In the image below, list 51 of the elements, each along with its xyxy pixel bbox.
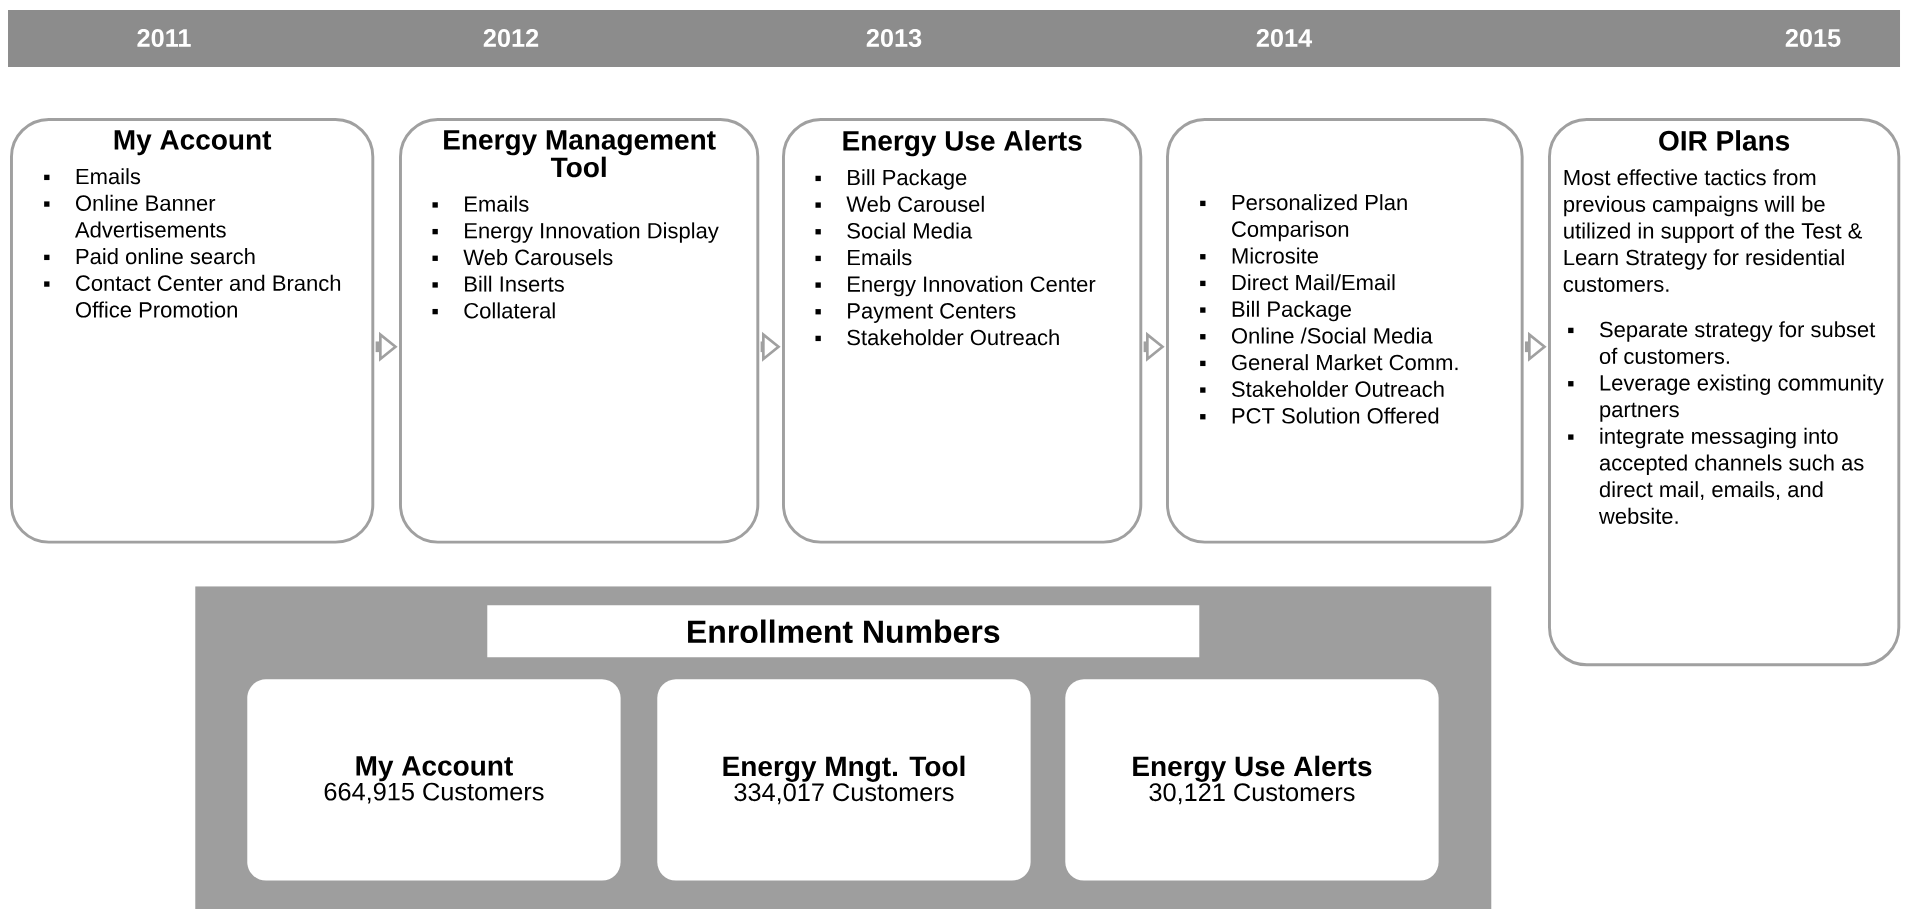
customer-count: 30,121 Customers <box>1149 783 1355 805</box>
box-heading: My Account <box>114 130 272 156</box>
year-label: 2011 <box>137 29 191 47</box>
bullet-item: Payment Centers <box>815 303 1016 323</box>
campaign-box <box>1166 118 1524 544</box>
bullet-item: Energy Innovation Display <box>432 222 719 243</box>
box-heading: OIR Plans <box>1659 130 1790 151</box>
campaign-box <box>399 118 760 544</box>
year-label: 2015 <box>1785 29 1841 47</box>
count-heading: Energy Use Alerts <box>1133 755 1372 782</box>
bullet-item: Web Carousel <box>815 195 984 212</box>
description: Most effective tactics from previous campaigns will be utilized in support of the Test & Learn Strategy for residential customers. <box>1563 169 1863 292</box>
count-heading: Energy Mngt. Tool <box>723 755 965 782</box>
bullet-item: Social Media <box>815 222 973 239</box>
bullet-item: PCT Solution Offered <box>1200 407 1439 424</box>
enrollment-box <box>1065 679 1439 881</box>
customer-count: 664,915 Customers <box>324 782 544 804</box>
bullet-item: Direct Mail/Email <box>1200 274 1395 291</box>
bullet-item: Personalized Plan Comparison <box>1200 194 1407 242</box>
bullet-item: Bill Inserts <box>432 275 564 292</box>
bullet-item: Online /Social Media <box>1200 327 1433 344</box>
enrollment-box <box>657 679 1031 881</box>
bullet-item: Web Carousels <box>432 249 613 266</box>
year-label: 2012 <box>483 29 539 47</box>
campaign-box <box>782 118 1143 544</box>
bullet-item: Bill Package <box>815 169 967 190</box>
bullet-item: Emails <box>44 168 141 185</box>
box-heading: Energy Management Tool <box>444 130 716 178</box>
bullet-item: Emails <box>432 195 529 212</box>
bullet-item: Bill Package <box>1200 300 1351 322</box>
box-heading: Energy Use Alerts <box>843 130 1082 157</box>
campaign-box <box>1548 118 1901 667</box>
bullet-item: integrate messaging into accepted channels such as direct mail, emails, and website. <box>1568 427 1864 524</box>
year-label: 2014 <box>1256 29 1313 47</box>
title-box: Enrollment Numbers <box>487 605 1200 658</box>
bullet-item: Microsite <box>1200 247 1318 264</box>
bullet-item: Emails <box>815 249 912 266</box>
bullet-item: Stakeholder Outreach <box>1200 380 1444 397</box>
bullet-item: Online Banner Advertisements <box>44 194 226 238</box>
bullet-item: Energy Innovation Center <box>815 275 1096 297</box>
enrollment-box <box>247 679 621 881</box>
bullet-item: Collateral <box>432 302 555 319</box>
bullet-item: Contact Center and Branch Office Promotion <box>44 274 341 318</box>
bullet-item: Stakeholder Outreach <box>815 329 1059 346</box>
year-label: 2013 <box>866 29 922 47</box>
campaign-box <box>10 118 375 544</box>
count-heading: My Account <box>356 756 513 782</box>
bullet-item: Paid online search <box>44 248 255 265</box>
bullet-item: Separate strategy for subset of customers. <box>1568 321 1876 364</box>
bullet-item: General Market Comm. <box>1200 354 1458 371</box>
customer-count: 334,017 Customers <box>734 783 954 805</box>
